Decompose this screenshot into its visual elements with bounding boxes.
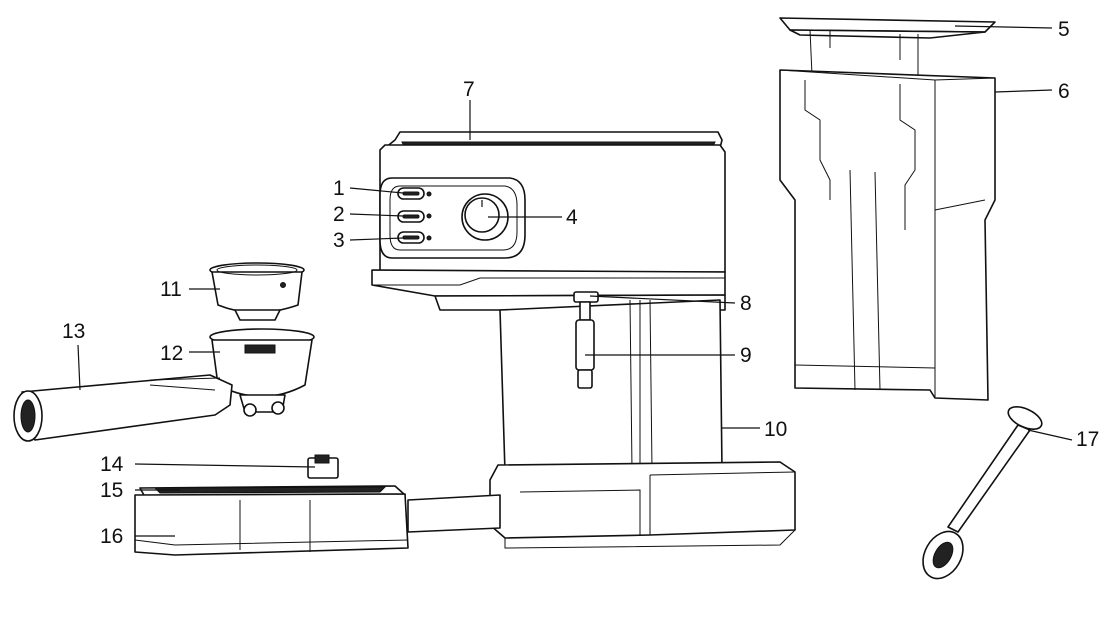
callout-3: 3 xyxy=(333,229,345,252)
water-tank-lid xyxy=(779,17,996,80)
callout-13: 13 xyxy=(62,320,85,343)
filter-basket-11 xyxy=(209,262,305,321)
leader-lines xyxy=(77,25,1073,537)
callout-8: 8 xyxy=(740,292,752,315)
callout-4: 4 xyxy=(566,206,578,229)
callout-2: 2 xyxy=(333,203,345,226)
callout-10: 10 xyxy=(764,418,787,441)
callout-7: 7 xyxy=(463,78,475,101)
callout-15: 15 xyxy=(100,479,123,502)
control-knob xyxy=(461,193,509,241)
callout-11: 11 xyxy=(160,278,182,301)
small-cap xyxy=(307,454,339,479)
callout-17: 17 xyxy=(1076,428,1099,451)
steam-nozzle xyxy=(573,291,599,389)
drip-tray xyxy=(134,493,501,556)
callout-14: 14 xyxy=(100,453,124,476)
filter-holder-12 xyxy=(209,328,315,417)
callout-5: 5 xyxy=(1058,18,1070,41)
callout-16: 16 xyxy=(100,525,123,548)
callout-labels: 1 2 3 4 5 6 7 8 9 10 11 12 13 14 15 16 1… xyxy=(62,18,1099,548)
water-tank xyxy=(779,69,996,401)
button-2 xyxy=(397,210,432,223)
button-3 xyxy=(397,231,432,244)
callout-6: 6 xyxy=(1058,80,1070,103)
button-1 xyxy=(397,187,432,200)
callout-12: 12 xyxy=(160,342,183,365)
portafilter-handle xyxy=(13,374,233,442)
tamper-spoon xyxy=(922,406,1043,580)
callout-9: 9 xyxy=(740,344,752,367)
callout-1: 1 xyxy=(333,177,345,200)
